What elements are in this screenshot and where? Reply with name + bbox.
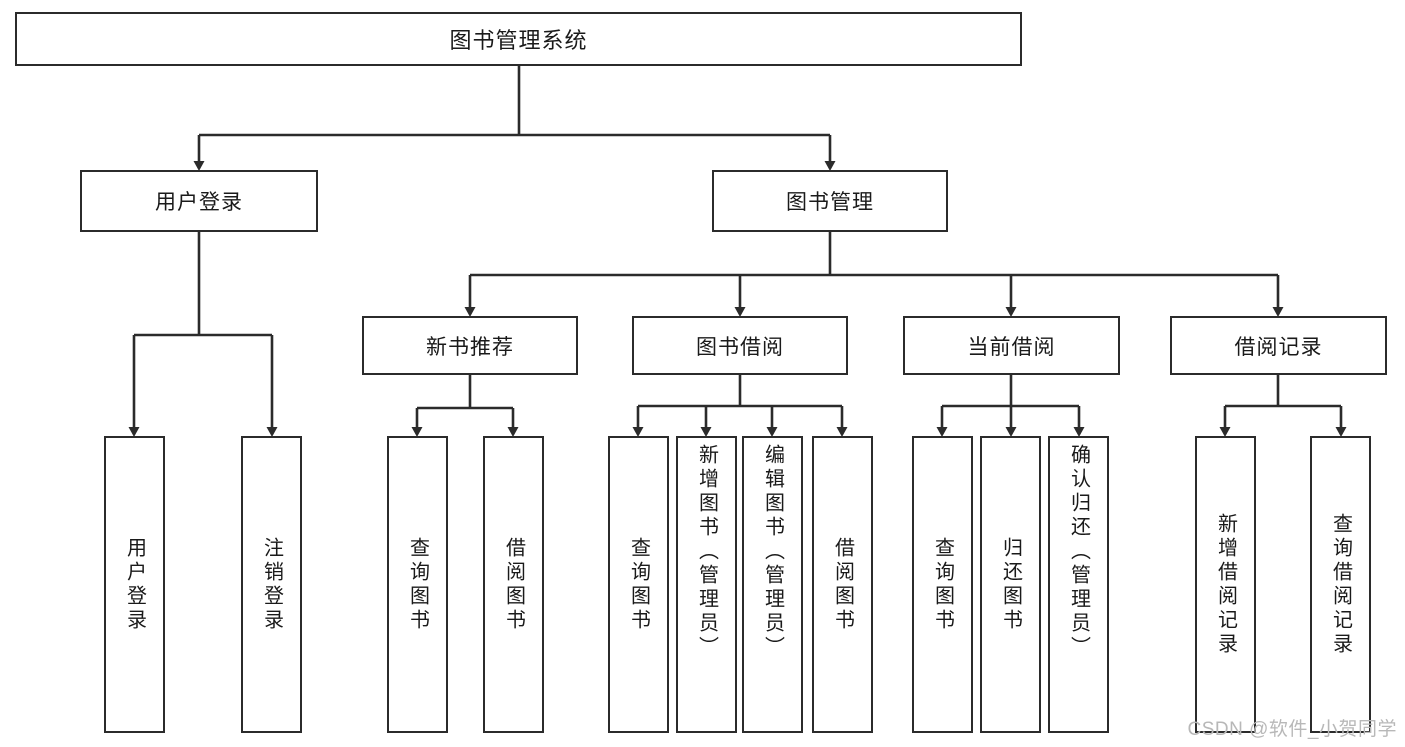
leaf-return-book[interactable]: 归还图书 [980, 436, 1041, 733]
node-label: 新书推荐 [426, 335, 514, 359]
node-label: 用户登录 [155, 191, 243, 214]
watermark: CSDN @软件_小贺同学 [1187, 719, 1397, 740]
node-book-management[interactable]: 图书管理 [712, 170, 948, 232]
leaf-borrow-book-recommend[interactable]: 借阅图书 [483, 436, 544, 733]
node-current-borrow[interactable]: 当前借阅 [903, 316, 1120, 375]
node-label: 查询图书 [931, 536, 954, 633]
node-label: 查询图书 [627, 536, 650, 633]
node-label: 编辑图书（管理员） [761, 444, 784, 660]
node-root-book-management-system[interactable]: 图书管理系统 [15, 12, 1022, 66]
node-label: 查询图书 [406, 536, 429, 633]
node-label: 新增借阅记录 [1214, 512, 1237, 657]
node-new-book-recommend[interactable]: 新书推荐 [362, 316, 578, 375]
node-label: 归还图书 [999, 536, 1022, 633]
leaf-confirm-return-admin[interactable]: 确认归还（管理员） [1048, 436, 1109, 733]
leaf-edit-book-admin[interactable]: 编辑图书（管理员） [742, 436, 803, 733]
node-label: 当前借阅 [967, 335, 1056, 359]
node-borrow-record[interactable]: 借阅记录 [1170, 316, 1387, 375]
leaf-query-borrow-record[interactable]: 查询借阅记录 [1310, 436, 1371, 733]
node-label: 查询借阅记录 [1329, 512, 1352, 657]
leaf-query-book-recommend[interactable]: 查询图书 [387, 436, 448, 733]
node-label: 图书管理系统 [449, 28, 588, 53]
node-user-login[interactable]: 用户登录 [80, 170, 318, 232]
node-label: 用户登录 [123, 536, 146, 633]
node-label: 新增图书（管理员） [695, 444, 718, 660]
node-label: 借阅图书 [831, 536, 854, 633]
leaf-query-book-borrow[interactable]: 查询图书 [608, 436, 669, 733]
node-label: 图书借阅 [696, 335, 784, 359]
node-book-borrow[interactable]: 图书借阅 [632, 316, 848, 375]
node-label: 借阅记录 [1234, 335, 1323, 359]
node-label: 确认归还（管理员） [1067, 444, 1090, 660]
leaf-add-book-admin[interactable]: 新增图书（管理员） [676, 436, 737, 733]
leaf-add-borrow-record[interactable]: 新增借阅记录 [1195, 436, 1256, 733]
node-label: 注销登录 [260, 536, 283, 633]
leaf-user-login[interactable]: 用户登录 [104, 436, 165, 733]
node-label: 图书管理 [786, 191, 874, 214]
leaf-query-book-current[interactable]: 查询图书 [912, 436, 973, 733]
node-label: 借阅图书 [502, 536, 525, 633]
leaf-logout[interactable]: 注销登录 [241, 436, 302, 733]
leaf-borrow-book[interactable]: 借阅图书 [812, 436, 873, 733]
